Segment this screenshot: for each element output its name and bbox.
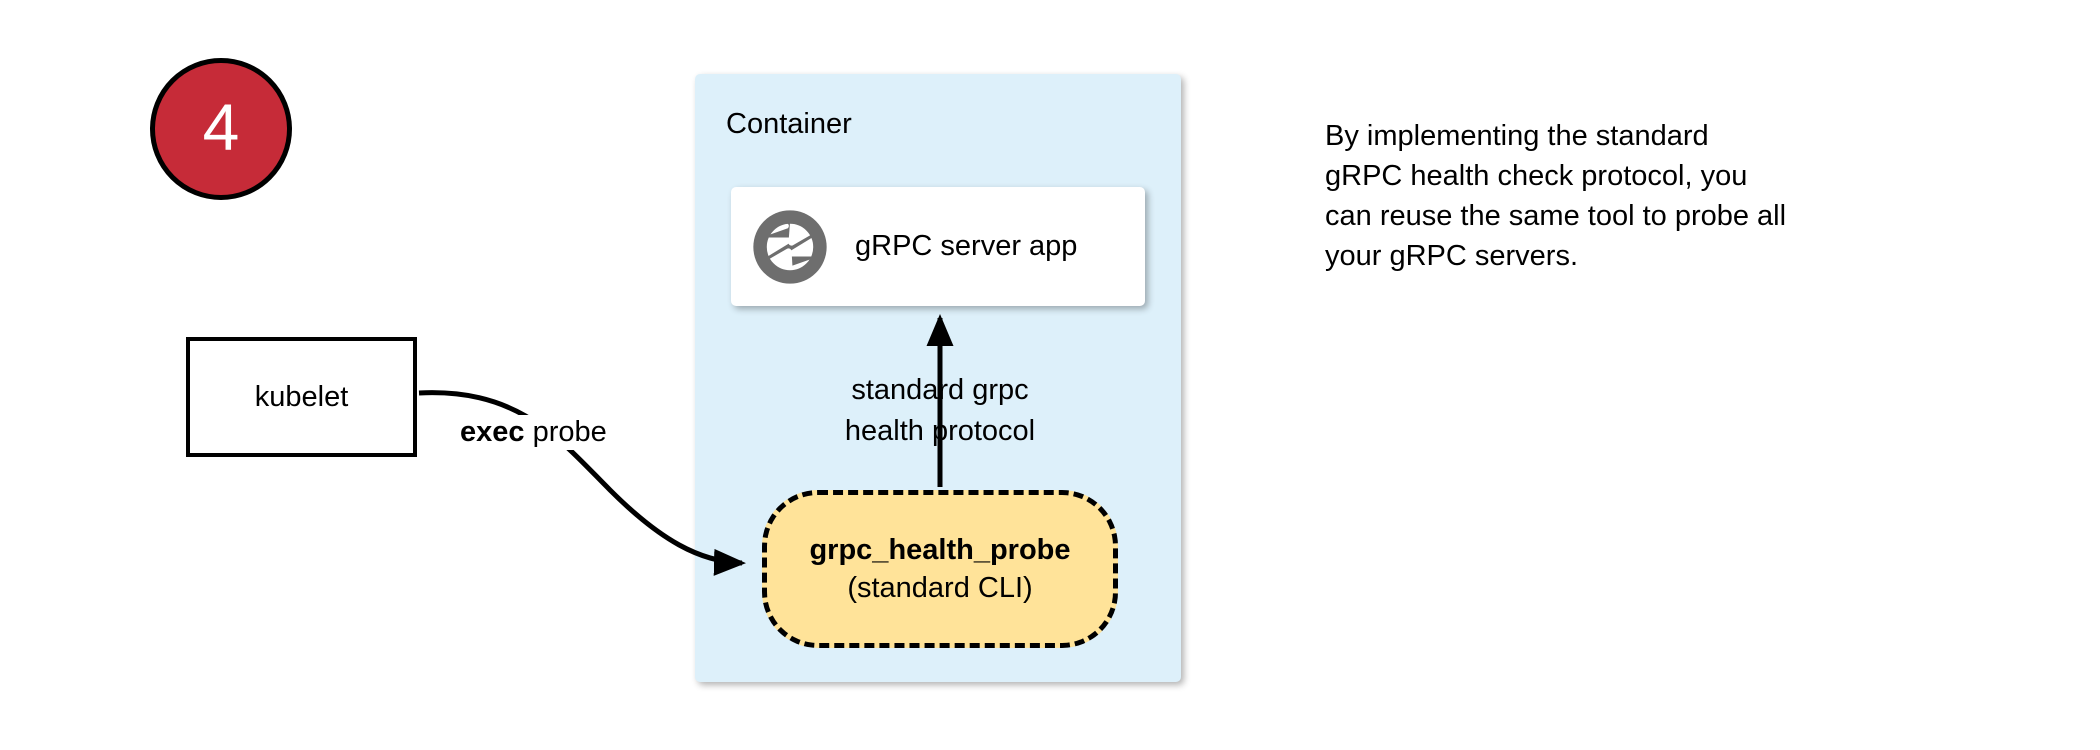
- grpc-health-probe-title: grpc_health_probe: [809, 534, 1071, 566]
- grpc-server-app-card: gRPC server app: [731, 187, 1145, 306]
- grpc-health-probe-subtitle: (standard CLI): [847, 572, 1033, 604]
- grpc-health-probe-box: grpc_health_probe (standard CLI): [762, 490, 1118, 648]
- exec-probe-rest: probe: [524, 416, 607, 448]
- health-protocol-line-1: standard grpc: [851, 374, 1029, 406]
- step-number-text: 4: [202, 90, 240, 164]
- health-protocol-edge-label: standard grpc health protocol: [790, 370, 1090, 452]
- description-line-2: gRPC health check protocol, you: [1325, 160, 1748, 192]
- grpc-server-app-label: gRPC server app: [855, 230, 1078, 262]
- exec-probe-edge-label: exec probe: [455, 415, 612, 450]
- description-text: By implementing the standard gRPC health…: [1325, 116, 1905, 276]
- health-protocol-line-2: health protocol: [844, 415, 1036, 447]
- container-label: Container: [726, 108, 852, 140]
- description-line-3: can reuse the same tool to probe all: [1325, 200, 1787, 232]
- description-line-1: By implementing the standard: [1325, 120, 1709, 152]
- description-line-4: your gRPC servers.: [1325, 240, 1579, 272]
- kubelet-label: kubelet: [254, 380, 349, 413]
- exec-probe-keyword: exec: [460, 416, 525, 448]
- aperture-icon: [753, 209, 827, 284]
- kubelet-box: kubelet: [186, 337, 417, 457]
- step-number-badge: 4: [150, 58, 292, 200]
